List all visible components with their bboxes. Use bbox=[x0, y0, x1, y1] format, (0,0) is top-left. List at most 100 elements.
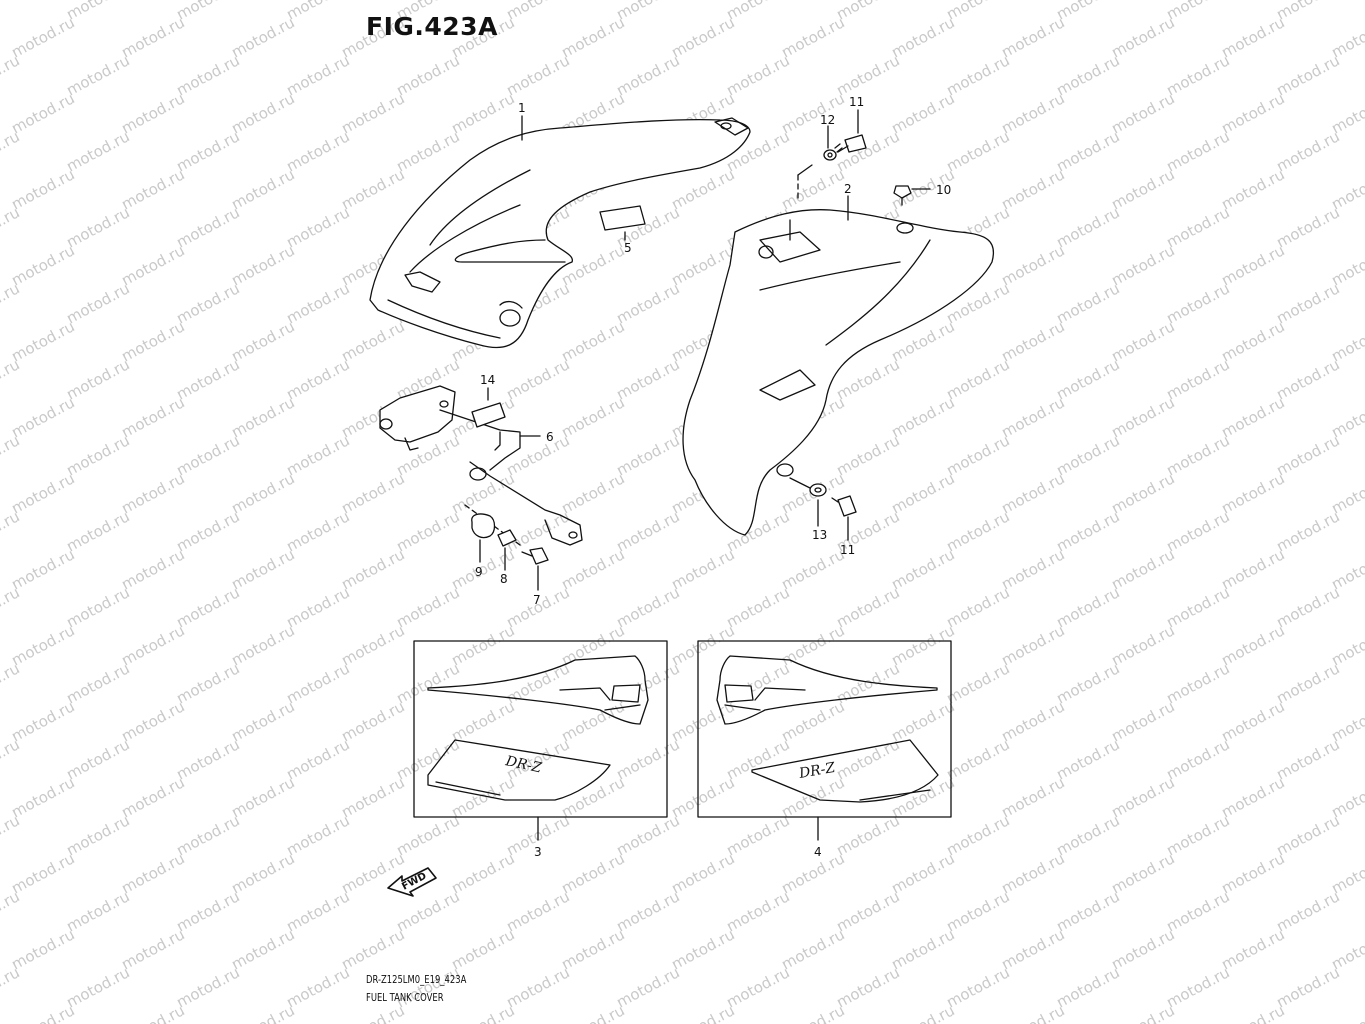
watermark-text: motod.ru bbox=[1218, 1001, 1287, 1024]
watermark-text: motod.ru bbox=[1218, 621, 1287, 669]
watermark-text: motod.ru bbox=[8, 13, 77, 61]
watermark-text: motod.ru bbox=[1273, 659, 1342, 707]
watermark-text: motod.ru bbox=[888, 13, 957, 61]
callout-8: 8 bbox=[500, 572, 508, 586]
watermark-text: motod.ru bbox=[833, 735, 902, 783]
watermark-text: motod.ru bbox=[503, 0, 572, 24]
watermark-text: motod.ru bbox=[228, 469, 297, 517]
watermark-text: motod.ru bbox=[8, 925, 77, 973]
watermark-text: motod.ru bbox=[448, 773, 517, 821]
label-sticker-part bbox=[599, 205, 646, 241]
watermark-text: motod.ru bbox=[448, 89, 517, 137]
watermark-text: motod.ru bbox=[283, 507, 352, 555]
callout-9: 9 bbox=[475, 565, 483, 579]
watermark-text: motod.ru bbox=[1328, 1001, 1365, 1024]
watermark-text: motod.ru bbox=[613, 279, 682, 327]
watermark-text: motod.ru bbox=[393, 887, 462, 935]
callout-1: 1 bbox=[518, 101, 526, 115]
watermark-text: motod.ru bbox=[723, 583, 792, 631]
watermark-text: motod.ru bbox=[173, 811, 242, 859]
watermark-text: motod.ru bbox=[1273, 431, 1342, 479]
watermark-text: motod.ru bbox=[283, 735, 352, 783]
watermark-text: motod.ru bbox=[63, 507, 132, 555]
watermark-text: motod.ru bbox=[1163, 355, 1232, 403]
watermark-text: motod.ru bbox=[118, 13, 187, 61]
watermark-text: motod.ru bbox=[173, 51, 242, 99]
watermark-text: motod.ru bbox=[393, 963, 462, 1011]
watermark-text: motod.ru bbox=[1108, 773, 1177, 821]
watermark-text: motod.ru bbox=[118, 165, 187, 213]
callout-6: 6 bbox=[546, 430, 554, 444]
watermark-text: motod.ru bbox=[723, 735, 792, 783]
watermark-text: motod.ru bbox=[228, 1001, 297, 1024]
callout-12: 12 bbox=[820, 113, 835, 127]
watermark-text: motod.ru bbox=[998, 13, 1067, 61]
callout-4: 4 bbox=[814, 845, 822, 859]
watermark-text: motod.ru bbox=[1053, 279, 1122, 327]
watermark-text: motod.ru bbox=[503, 355, 572, 403]
watermark-text: motod.ru bbox=[998, 849, 1067, 897]
watermark-text: motod.ru bbox=[228, 393, 297, 441]
watermark-text: motod.ru bbox=[228, 89, 297, 137]
watermark-text: motod.ru bbox=[888, 621, 957, 669]
watermark-text: motod.ru bbox=[283, 203, 352, 251]
watermark-text: motod.ru bbox=[558, 241, 627, 289]
watermark-text: motod.ru bbox=[998, 545, 1067, 593]
watermark-text: motod.ru bbox=[503, 963, 572, 1011]
watermark-text: motod.ru bbox=[668, 773, 737, 821]
watermark-text: motod.ru bbox=[228, 849, 297, 897]
watermark-text: motod.ru bbox=[283, 127, 352, 175]
watermark-text: motod.ru bbox=[668, 697, 737, 745]
watermark-text: motod.ru bbox=[1053, 127, 1122, 175]
watermark-text: motod.ru bbox=[448, 849, 517, 897]
watermark-text: motod.ru bbox=[118, 925, 187, 973]
watermark-text: motod.ru bbox=[283, 355, 352, 403]
watermark-text: motod.ru bbox=[668, 13, 737, 61]
watermark-text: motod.ru bbox=[8, 1001, 77, 1024]
watermark-text: motod.ru bbox=[613, 355, 682, 403]
watermark-text: motod.ru bbox=[1053, 51, 1122, 99]
watermark-text: motod.ru bbox=[1163, 127, 1232, 175]
watermark-text: motod.ru bbox=[1108, 925, 1177, 973]
watermark-text: motod.ru bbox=[8, 393, 77, 441]
watermark-text: motod.ru bbox=[558, 925, 627, 973]
watermark-text: motod.ru bbox=[613, 583, 682, 631]
watermark-text: motod.ru bbox=[998, 89, 1067, 137]
watermark-text: motod.ru bbox=[833, 431, 902, 479]
watermark-text: motod.ru bbox=[723, 887, 792, 935]
watermark-text: motod.ru bbox=[173, 887, 242, 935]
watermark-text: motod.ru bbox=[173, 431, 242, 479]
watermark-text: motod.ru bbox=[943, 355, 1012, 403]
watermark-text: motod.ru bbox=[118, 621, 187, 669]
watermark-text: motod.ru bbox=[8, 241, 77, 289]
callout-13: 13 bbox=[812, 528, 827, 542]
watermark-text: motod.ru bbox=[8, 621, 77, 669]
watermark-text: motod.ru bbox=[63, 431, 132, 479]
watermark-text: motod.ru bbox=[1163, 583, 1232, 631]
bolt-washer-bottom bbox=[789, 477, 857, 517]
watermark-text: motod.ru bbox=[393, 507, 462, 555]
watermark-text: motod.ru bbox=[1053, 887, 1122, 935]
watermark-text: motod.ru bbox=[558, 849, 627, 897]
bolt-washer-top bbox=[823, 134, 867, 161]
figure-code: DR-Z125LM0_E19_423A bbox=[366, 973, 467, 986]
watermark-text: motod.ru bbox=[613, 811, 682, 859]
watermark-text: motod.ru bbox=[503, 887, 572, 935]
watermark-text: motod.ru bbox=[668, 849, 737, 897]
watermark-text: motod.ru bbox=[558, 469, 627, 517]
watermark-text: motod.ru bbox=[998, 621, 1067, 669]
watermark-text: motod.ru bbox=[1163, 811, 1232, 859]
watermark-text: motod.ru bbox=[8, 469, 77, 517]
watermark-text: motod.ru bbox=[338, 545, 407, 593]
watermark-text: motod.ru bbox=[943, 811, 1012, 859]
watermark-text: motod.ru bbox=[393, 811, 462, 859]
callout-11-top: 11 bbox=[849, 95, 864, 109]
watermark-text: motod.ru bbox=[778, 697, 847, 745]
watermark-text: motod.ru bbox=[283, 431, 352, 479]
watermark-text: motod.ru bbox=[888, 1001, 957, 1024]
watermark-text: motod.ru bbox=[1053, 507, 1122, 555]
watermark-text: motod.ru bbox=[943, 127, 1012, 175]
watermark-text: motod.ru bbox=[283, 811, 352, 859]
watermark-text: motod.ru bbox=[1053, 583, 1122, 631]
